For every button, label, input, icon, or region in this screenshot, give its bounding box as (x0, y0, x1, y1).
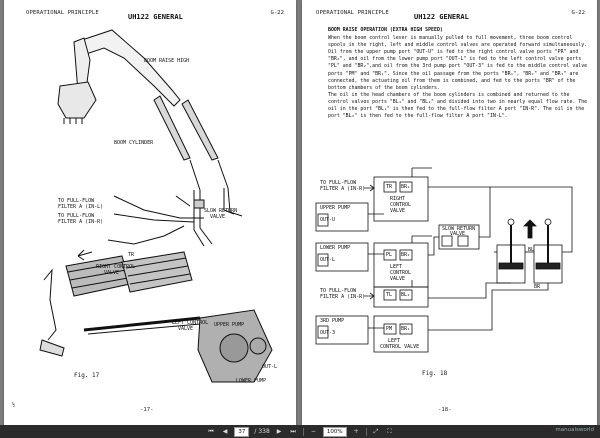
zoom-in-icon[interactable]: + (353, 428, 359, 435)
diagram-pm: PM (386, 326, 393, 332)
left-page-code: G-22 (270, 10, 284, 16)
diagram-left-control-b-2: CONTROL VALVE (380, 344, 420, 350)
diagram-pl: PL (386, 252, 393, 258)
page-number-input[interactable]: 37 (234, 426, 250, 437)
right-control-valve-box (373, 176, 429, 222)
excavator-hydraulic-illustration (39, 29, 273, 383)
prev-page-icon[interactable]: ◀ (222, 428, 228, 435)
diagram-to-ff-r-2: FILTER A (IN-R) (320, 186, 366, 192)
corner-mark: ½ (12, 402, 16, 408)
label-to-full-flow-r-2: FILTER A (IN-R) (58, 219, 104, 225)
toolbar-divider (302, 427, 304, 436)
toolbar-divider (365, 427, 367, 436)
label-right-control-2: VALVE (104, 270, 120, 276)
zoom-out-icon[interactable]: − (310, 428, 316, 435)
label-lower-pump: LOWER PUMP (236, 378, 267, 384)
raise-arrow (523, 219, 537, 239)
diagram-slow-return-2: VALVE (450, 231, 466, 237)
diagram-third-pump: 3RD PUMP (320, 318, 345, 324)
paragraph: When the boom control lever is manually … (328, 35, 588, 49)
diagram-left-control-1: LEFT (390, 264, 403, 270)
label-to-full-flow-l-2: FILTER A (IN-L) (58, 204, 104, 210)
boom-cylinder (153, 95, 191, 161)
label-left-control-1: LEFT CONTROL (172, 320, 209, 326)
left-figure-label: Fig. 17 (74, 372, 100, 379)
left-control-valve-b-box (373, 286, 429, 308)
diagram-tr: TR (386, 184, 393, 190)
next-page-icon[interactable]: ▶ (276, 428, 282, 435)
label-slow-return-1: SLOW RETURN (204, 208, 238, 214)
diagram-upper-pump: UPPER PUMP (320, 205, 351, 211)
paragraph: Oil from the upper pump port "OUT-U" is … (328, 49, 588, 91)
diagram-right-control-3: VALVE (390, 208, 406, 214)
right-page: OPERATIONAL PRINCIPLE UH122 GENERAL G-22… (302, 0, 597, 425)
diagram-tl: TL (386, 292, 393, 298)
bucket (57, 81, 97, 119)
viewer-toolbar: ⏮ ◀ 37 / 338 ▶ ⏭ − 100% + ⤢ ⛶ manualswor… (0, 425, 600, 438)
hydraulic-circuit-diagram (315, 167, 573, 353)
right-header: OPERATIONAL PRINCIPLE (316, 10, 389, 16)
diagram-out-l: OUT-L (320, 257, 336, 263)
right-control-valve-drawing (65, 255, 131, 297)
last-page-icon[interactable]: ⏭ (290, 427, 296, 435)
left-page-number: -17- (140, 407, 154, 413)
boom-arm (81, 29, 181, 107)
label-tr: TR (128, 252, 135, 258)
label-boom-raise-high: BOOM RAISE HIGH (144, 58, 190, 64)
diagram-bl2: BL₂ (401, 292, 411, 298)
diagram-left-control-b-1: LEFT (388, 338, 401, 344)
label-to-full-flow-r-1: TO FULL-FLOW (58, 213, 95, 219)
third-pump-box (315, 315, 369, 345)
right-figure-label: Fig. 18 (422, 370, 448, 377)
left-header: OPERATIONAL PRINCIPLE (26, 10, 99, 16)
label-right-control-1: RIGHT CONTROL (96, 264, 136, 270)
diagram-out-3: OUT-3 (320, 330, 336, 336)
diagram-to-ff-l-1: TO FULL-FLOW (320, 288, 357, 294)
label-to-full-flow-l-1: TO FULL-FLOW (58, 198, 95, 204)
right-page-code: G-22 (571, 10, 585, 16)
watermark: manualsworld (555, 427, 594, 433)
diagram-left-control-2: CONTROL (390, 270, 412, 276)
diagram-lower-pump: LOWER PUMP (320, 245, 351, 251)
label-boom-cylinder: BOOM CYLINDER (114, 140, 154, 146)
paragraph: The oil in the head chambers of the boom… (328, 91, 588, 120)
left-title: UH122 GENERAL (128, 13, 183, 21)
diagram-br1: BR₁ (401, 326, 411, 332)
label-out-l: OUT-L (262, 364, 278, 370)
right-page-number: -18- (438, 407, 452, 413)
lower-pump-box (315, 242, 369, 272)
body-text: BOOM RAISE OPERATION (EXTRA HIGH SPEED) … (328, 27, 588, 120)
diagram-to-ff-l-2: FILTER A (IN-R) (320, 294, 366, 300)
middle-control-valve-box (373, 315, 429, 353)
diagram-right-control-1: RIGHT (390, 196, 406, 202)
diagram-slow-return-1: SLOW RETURN (442, 226, 476, 232)
right-title: UH122 GENERAL (414, 13, 469, 21)
diagram-left-control-3: VALVE (390, 276, 406, 282)
fullscreen-icon[interactable]: ⛶ (387, 427, 392, 435)
label-left-control-2: VALVE (178, 326, 194, 332)
fit-page-icon[interactable]: ⤢ (373, 427, 379, 435)
first-page-icon[interactable]: ⏮ (208, 427, 214, 435)
left-page: OPERATIONAL PRINCIPLE UH122 GENERAL G-22 (4, 0, 296, 425)
diagram-out-u: OUT-U (320, 217, 336, 223)
diagram-to-ff-r-1: TO FULL-FLOW (320, 180, 357, 186)
diagram-br2: BR₂ (401, 252, 411, 258)
diagram-br: BR (534, 284, 541, 290)
left-control-valve-drawing (121, 251, 193, 293)
diagram-right-control-2: CONTROL (390, 202, 412, 208)
diagram-br2-top: BR₂ (401, 184, 411, 190)
label-upper-pump: UPPER PUMP (214, 322, 245, 328)
zoom-select[interactable]: 100% (322, 426, 347, 437)
label-slow-return-2: VALVE (210, 214, 226, 220)
upper-pump-box (315, 202, 369, 232)
section-title: BOOM RAISE OPERATION (EXTRA HIGH SPEED) (328, 27, 443, 33)
page-total: / 338 (254, 428, 270, 435)
diagram-bl: BL (528, 247, 535, 253)
slow-return-valve-drawing (193, 199, 205, 209)
